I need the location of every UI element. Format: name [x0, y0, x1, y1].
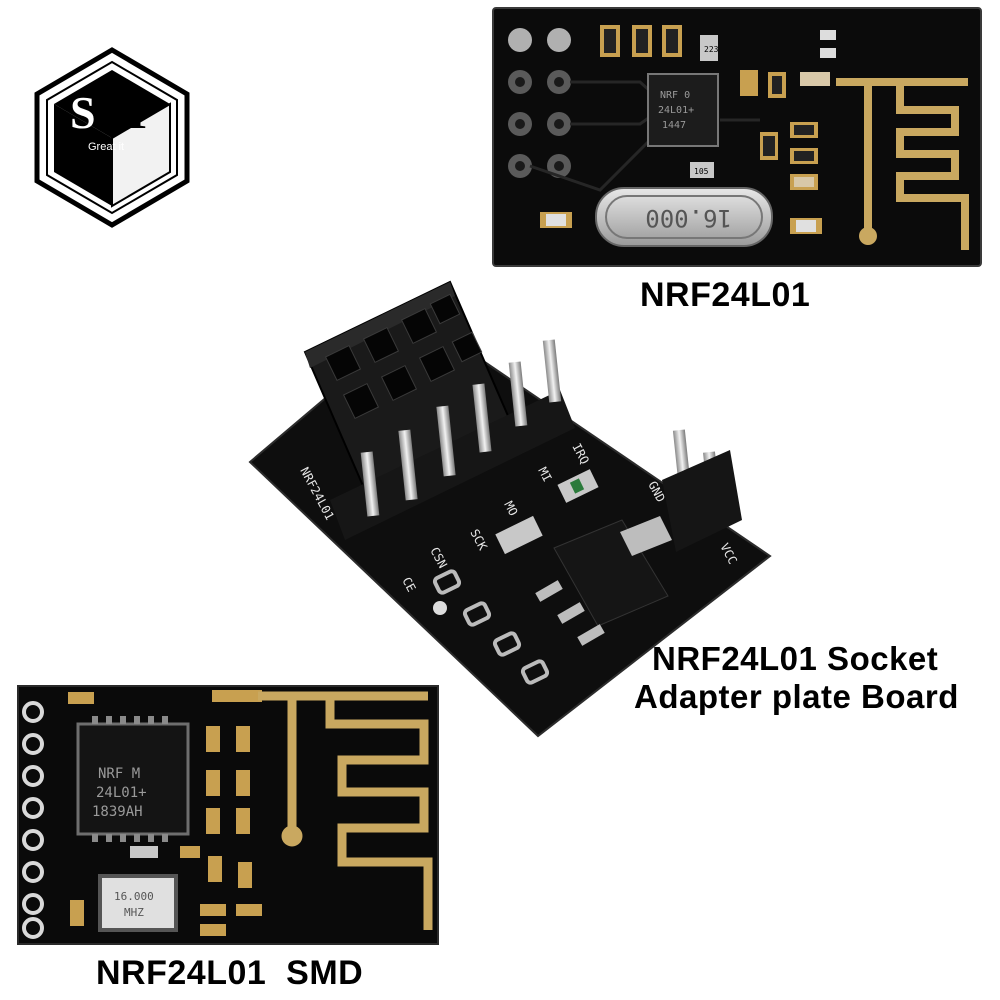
chip-line-1: NRF 0 — [660, 90, 690, 101]
part-code-105: 105 — [694, 167, 709, 176]
smd-components: 223 105 — [540, 25, 836, 234]
socket-caption-line-1: NRF24L01 Socket — [652, 640, 939, 677]
silk-ce: CE — [399, 575, 418, 594]
silk-mi: MI — [535, 465, 554, 484]
smd-small-components — [68, 690, 262, 936]
smd-chip-line-1: NRF M — [98, 766, 140, 782]
voltage-regulator — [535, 516, 672, 646]
nrf24l01-module: 223 105 NRF 0 24L01+ 1447 16.000 — [492, 7, 982, 267]
nrf24l01-smd-module: NRF M 24L01+ 1839AH 16.000 MHZ — [17, 685, 439, 945]
logo-letter-y: Y — [120, 87, 153, 138]
smd-crystal-line-1: 16.000 — [114, 890, 154, 903]
silk-mo: MO — [501, 499, 520, 518]
smd-crystal-line-2: MHZ — [124, 906, 144, 919]
crystal-oscillator: 16.000 — [595, 187, 773, 247]
smd-caption: NRF24L01 SMD — [96, 954, 364, 992]
smd-rf-chip: NRF M 24L01+ 1839AH — [76, 716, 190, 842]
socket-caption-line-2: Adapter plate Board — [634, 678, 959, 715]
part-code-223: 223 — [704, 45, 719, 54]
castellated-pads — [22, 701, 44, 939]
rf-chip: NRF 0 24L01+ 1447 — [647, 73, 719, 147]
smd-chip-line-3: 1839AH — [92, 804, 143, 820]
pin-header — [508, 28, 571, 178]
male-header-pins — [330, 339, 742, 552]
nrf24l01-caption: NRF24L01 — [640, 276, 811, 314]
smd-crystal: 16.000 MHZ — [98, 874, 178, 932]
logo-tagline: Great it — [88, 141, 124, 153]
socket-adapter-board: NRF24L01 CE CSN SCK MO MI IRQ VCC GND — [248, 280, 772, 738]
chip-line-2: 24L01+ — [658, 105, 694, 116]
brand-logo: S Y Great it — [34, 47, 190, 228]
smd-chip-line-2: 24L01+ — [96, 785, 147, 801]
smd-pcb-antenna — [258, 691, 433, 930]
logo-letter-s: S — [70, 87, 96, 138]
chip-line-3: 1447 — [662, 120, 686, 131]
pcb-antenna — [836, 78, 969, 250]
crystal-label: 16.000 — [645, 204, 732, 232]
